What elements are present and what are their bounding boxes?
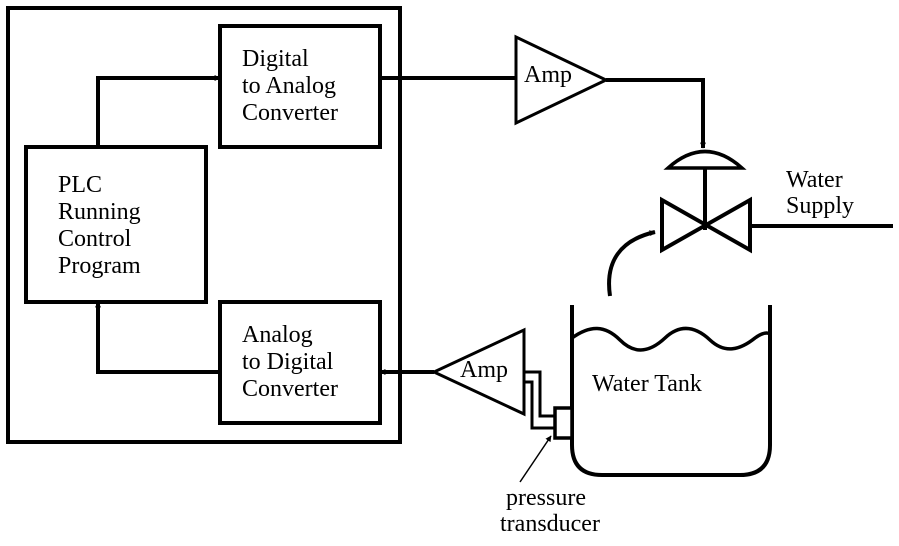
output-amplifier: Amp <box>514 34 610 126</box>
transducer-pointer-line <box>519 435 552 483</box>
dac-label-line-2: to Analog <box>242 73 336 99</box>
plc-label-line-2: Running <box>58 199 141 225</box>
input-amp-label: Amp <box>460 357 508 383</box>
plc-label-line-4: Program <box>58 253 141 279</box>
water-supply-label-line-1: Water <box>786 167 843 193</box>
water-supply-label-line-2: Supply <box>786 193 854 219</box>
amp-to-valve-arrow <box>606 78 706 149</box>
plc-enclosure <box>6 6 402 444</box>
adc-label-line-1: Analog <box>242 322 313 348</box>
output-amp-label: Amp <box>524 62 572 88</box>
valve-body <box>660 196 752 254</box>
adc-label-line-2: to Digital <box>242 349 334 375</box>
transducer-label-line-2: transducer <box>500 511 600 537</box>
adc-label-line-3: Converter <box>242 376 338 402</box>
transducer-lead-lower <box>524 380 555 430</box>
dac-box: Digital to Analog Converter <box>218 24 382 149</box>
valve-actuator <box>663 149 747 230</box>
transducer-lead-upper <box>524 370 555 418</box>
adc-box: Analog to Digital Converter <box>218 300 382 425</box>
dac-label-line-3: Converter <box>242 100 338 126</box>
adc-to-plc-arrow <box>95 301 220 374</box>
plc-label-line-3: Control <box>58 226 132 252</box>
transducer-label-line-1: pressure <box>506 485 586 511</box>
water-surface <box>570 326 771 352</box>
plc-to-dac-arrow <box>96 75 221 147</box>
dac-label-line-1: Digital <box>242 46 309 72</box>
plc-program-box: PLC Running Control Program <box>24 145 208 304</box>
water-tank: Water Tank <box>570 305 772 477</box>
plc-label-line-1: PLC <box>58 172 102 198</box>
input-amplifier: Amp <box>430 327 526 417</box>
water-tank-label: Water Tank <box>592 371 702 397</box>
tank-to-valve-flow-arrow <box>607 230 656 297</box>
pressure-transducer <box>553 406 574 440</box>
